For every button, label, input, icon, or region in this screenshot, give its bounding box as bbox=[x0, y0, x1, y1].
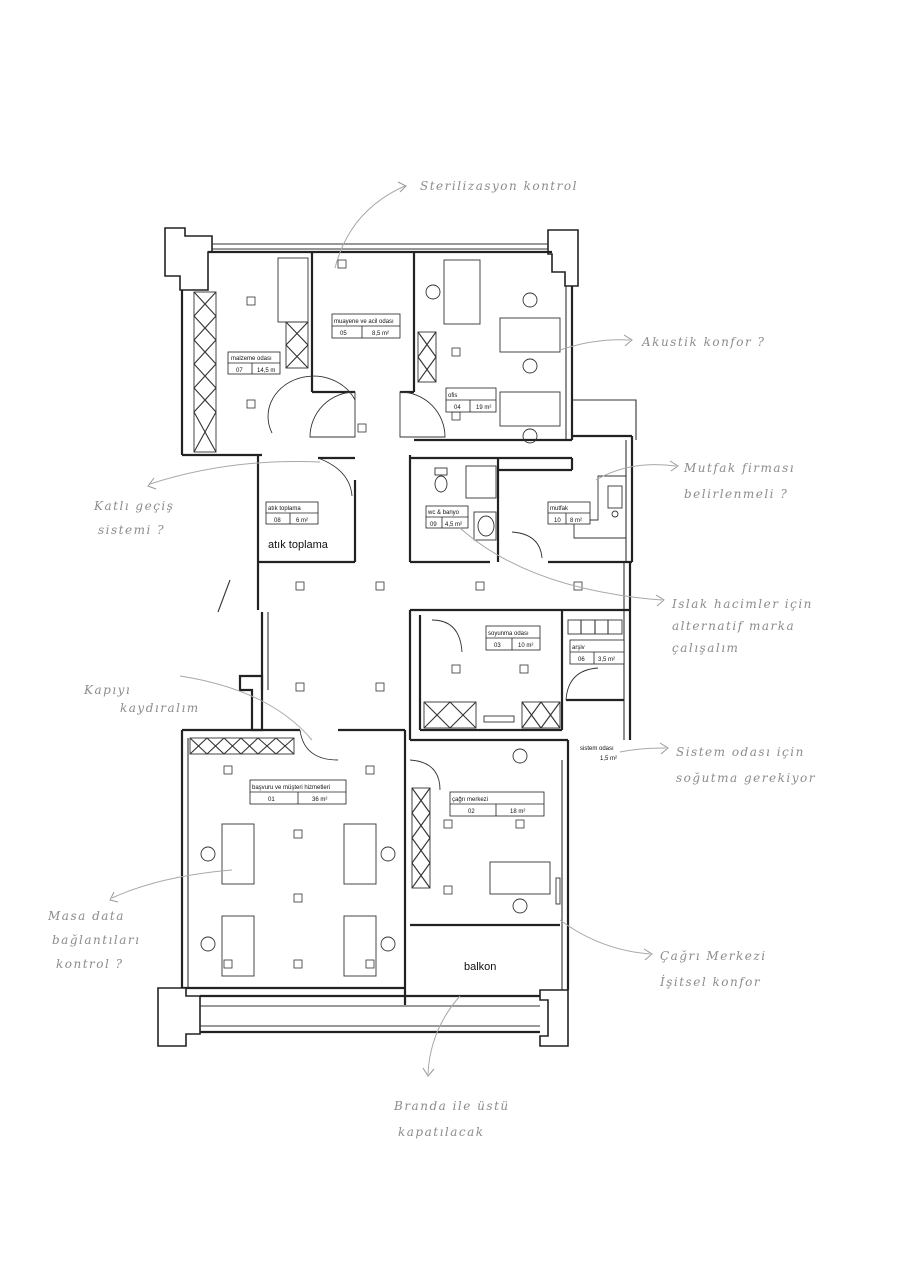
note-sterilizasyon: Sterilizasyon kontrol bbox=[420, 179, 578, 193]
shelf-basvuru-top bbox=[189, 737, 295, 755]
svg-text:atık toplama: atık toplama bbox=[268, 506, 301, 512]
note-branda-1: Branda ile üstü bbox=[393, 1099, 510, 1113]
svg-text:14,5 m: 14,5 m bbox=[257, 368, 275, 374]
leader-islak bbox=[459, 527, 663, 601]
svg-text:06: 06 bbox=[578, 657, 585, 663]
room-label-sistem: sistem odası 1,5 m² bbox=[580, 746, 617, 762]
svg-text:1,5 m²: 1,5 m² bbox=[600, 756, 617, 762]
note-masa-3: kontrol ? bbox=[56, 957, 124, 971]
svg-text:18 m²: 18 m² bbox=[510, 809, 525, 815]
room-label-atik: atık toplama 08 6 m² bbox=[265, 501, 319, 525]
svg-text:19 m²: 19 m² bbox=[476, 405, 491, 411]
shelf-ofis-left bbox=[417, 331, 437, 383]
room-label-ofis: ofis 04 19 m² bbox=[445, 387, 497, 413]
room-label-malzeme: malzeme odası 07 14,5 m bbox=[227, 351, 281, 375]
note-katli-2: sistemi ? bbox=[98, 523, 165, 537]
leader-katli bbox=[149, 460, 321, 485]
note-katli-1: Katlı geçiş bbox=[93, 499, 174, 513]
note-sistem-1: Sistem odası için bbox=[676, 745, 805, 759]
svg-text:muayene ve acil odası: muayene ve acil odası bbox=[334, 319, 394, 325]
svg-text:02: 02 bbox=[468, 809, 475, 815]
note-kapi-1: Kapıyı bbox=[83, 683, 131, 697]
svg-text:03: 03 bbox=[494, 643, 501, 649]
note-kapi-2: kaydıralım bbox=[120, 701, 200, 715]
svg-text:6 m²: 6 m² bbox=[296, 518, 308, 524]
annotations: Sterilizasyon kontrol Akustik konfor ? M… bbox=[47, 179, 816, 1139]
big-label-atik: atık toplama bbox=[268, 539, 329, 551]
svg-text:09: 09 bbox=[430, 522, 437, 528]
big-label-balkon: balkon bbox=[464, 961, 496, 973]
svg-text:36 m²: 36 m² bbox=[312, 797, 327, 803]
doors bbox=[267, 375, 599, 791]
svg-text:10 m²: 10 m² bbox=[518, 643, 533, 649]
svg-text:07: 07 bbox=[236, 368, 243, 374]
note-cagri-1: Çağrı Merkezi bbox=[660, 949, 767, 963]
room-labels: malzeme odası 07 14,5 m muayene ve acil … bbox=[227, 313, 625, 973]
leader-branda bbox=[427, 995, 461, 1075]
svg-text:8,5 m²: 8,5 m² bbox=[372, 331, 389, 337]
svg-text:4,5 m²: 4,5 m² bbox=[445, 522, 462, 528]
svg-text:08: 08 bbox=[274, 518, 281, 524]
column-bottom-left bbox=[157, 987, 201, 1047]
note-akustik: Akustik konfor ? bbox=[641, 335, 765, 349]
column-bottom-right bbox=[539, 989, 569, 1047]
note-masa-1: Masa data bbox=[47, 909, 125, 923]
shelf-malzeme-left bbox=[193, 291, 217, 453]
leader-sterilizasyon bbox=[334, 185, 406, 269]
leader-cagri bbox=[559, 919, 651, 955]
shelf-soyunma bbox=[423, 701, 561, 729]
room-label-muayene: muayene ve acil odası 05 8,5 m² bbox=[331, 313, 401, 339]
note-islak-1: Islak hacimler için bbox=[671, 597, 813, 611]
svg-text:8 m²: 8 m² bbox=[570, 518, 582, 524]
leader-sistem bbox=[619, 747, 667, 753]
svg-text:ofis: ofis bbox=[448, 393, 457, 399]
shelving bbox=[189, 257, 623, 889]
shelf-cagri-left bbox=[411, 787, 431, 889]
ceiling-lights bbox=[223, 259, 603, 969]
leader-masa bbox=[111, 869, 233, 899]
shelf-malzeme-right bbox=[277, 257, 309, 369]
column-top-right bbox=[547, 229, 579, 287]
leader-mutfak bbox=[595, 464, 677, 481]
room-label-mutfak: mutfak 10 8 m² bbox=[547, 501, 591, 525]
svg-text:04: 04 bbox=[454, 405, 461, 411]
svg-text:01: 01 bbox=[268, 797, 275, 803]
svg-text:çağrı merkezi: çağrı merkezi bbox=[452, 797, 488, 803]
svg-text:10: 10 bbox=[554, 518, 561, 524]
svg-text:sistem odası: sistem odası bbox=[580, 746, 614, 752]
svg-text:başvuru ve müşteri hizmetleri: başvuru ve müşteri hizmetleri bbox=[252, 785, 330, 791]
leader-akustik bbox=[559, 339, 631, 351]
note-sistem-2: soğutma gerekiyor bbox=[676, 771, 816, 785]
note-branda-2: kapatılacak bbox=[398, 1125, 485, 1139]
note-mutfak-2: belirlenmeli ? bbox=[684, 487, 788, 501]
svg-text:3,5 m²: 3,5 m² bbox=[598, 657, 615, 663]
note-masa-2: bağlantıları bbox=[52, 933, 140, 947]
room-label-arsiv: arşiv 06 3,5 m² bbox=[569, 639, 625, 665]
room-label-cagri: çağrı merkezi 02 18 m² bbox=[449, 791, 545, 817]
note-cagri-2: İşitsel konfor bbox=[659, 974, 761, 989]
svg-text:malzeme odası: malzeme odası bbox=[231, 356, 272, 362]
svg-text:mutfak: mutfak bbox=[550, 506, 569, 512]
svg-text:arşiv: arşiv bbox=[572, 645, 585, 651]
svg-text:05: 05 bbox=[340, 331, 347, 337]
shelf-arsiv bbox=[567, 619, 623, 635]
column-top-left bbox=[164, 227, 213, 291]
leader-kapi bbox=[179, 675, 313, 741]
room-label-soyunma: soyunma odası 03 10 m² bbox=[485, 625, 541, 651]
furniture bbox=[200, 259, 627, 977]
room-label-basvuru: başvuru ve müşteri hizmetleri 01 36 m² bbox=[249, 779, 347, 805]
svg-text:soyunma odası: soyunma odası bbox=[488, 631, 529, 637]
note-islak-3: çalışalım bbox=[672, 641, 739, 655]
svg-text:wc & banyo: wc & banyo bbox=[427, 510, 460, 516]
room-label-wc: wc & banyo 09 4,5 m² bbox=[425, 505, 469, 529]
note-islak-2: alternatif marka bbox=[672, 619, 795, 633]
note-mutfak-1: Mutfak firması bbox=[683, 461, 795, 475]
